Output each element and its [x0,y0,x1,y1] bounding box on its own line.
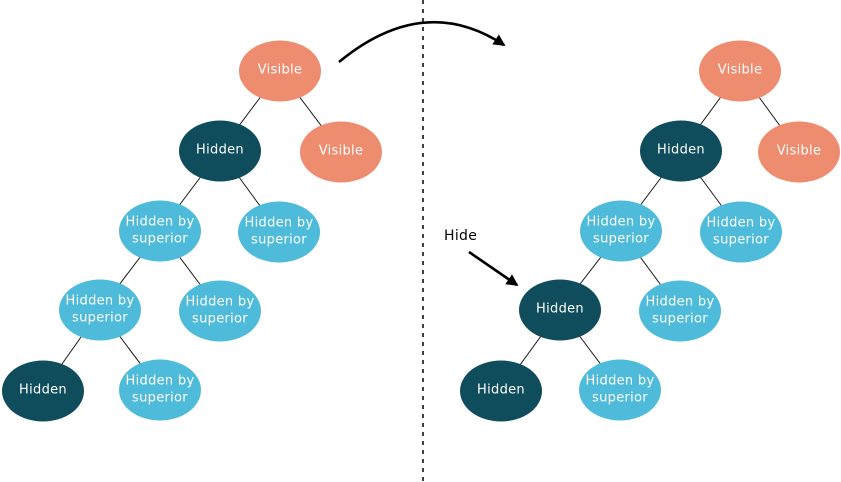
tree-node-label: Hidden by superior [645,294,715,326]
tree-node-hidden-by-superior: Hidden by superior [580,200,662,262]
tree-node-hidden-by-superior: Hidden by superior [238,201,320,263]
tree-node-label: Visible [717,62,763,78]
tree-node-label: Visible [257,62,303,78]
tree-node-label: Hidden [477,382,525,398]
tree-node-label: Visible [318,143,364,159]
tree-node-hidden: Hidden [460,360,542,422]
tree-node-label: Hidden by superior [65,293,135,325]
tree-node-hidden: Hidden [179,120,261,182]
tree-node-visible: Visible [758,121,840,183]
tree-node-label: Hidden by superior [585,373,655,405]
tree-node-hidden-by-superior: Hidden by superior [700,201,782,263]
tree-node-visible: Visible [300,121,382,183]
tree-node-label: Hidden [536,301,584,317]
tree-node-hidden-by-superior: Hidden by superior [59,279,141,341]
hide-annotation-arrow [468,250,519,287]
tree-node-label: Hidden [19,382,67,398]
tree-node-label: Hidden by superior [586,214,656,246]
tree-node-visible: Visible [699,40,781,102]
tree-node-label: Hidden by superior [706,215,776,247]
tree-node-hidden-by-superior: Hidden by superior [639,280,721,342]
tree-node-hidden: Hidden [2,360,84,422]
hide-annotation-label: Hide [444,228,478,244]
transform-arrow [338,20,506,64]
tree-node-label: Visible [776,143,822,159]
tree-node-hidden-by-superior: Hidden by superior [179,280,261,342]
tree-node-hidden-by-superior: Hidden by superior [119,359,201,421]
tree-node-label: Hidden [657,142,705,158]
tree-node-label: Hidden by superior [244,215,314,247]
tree-node-hidden-by-superior: Hidden by superior [119,200,201,262]
tree-node-label: Hidden by superior [125,373,195,405]
tree-node-visible: Visible [239,40,321,102]
tree-node-label: Hidden by superior [125,214,195,246]
tree-node-hidden: Hidden [640,120,722,182]
tree-node-hidden: Hidden [519,279,601,341]
tree-node-label: Hidden by superior [185,294,255,326]
tree-node-label: Hidden [196,142,244,158]
tree-node-hidden-by-superior: Hidden by superior [579,359,661,421]
